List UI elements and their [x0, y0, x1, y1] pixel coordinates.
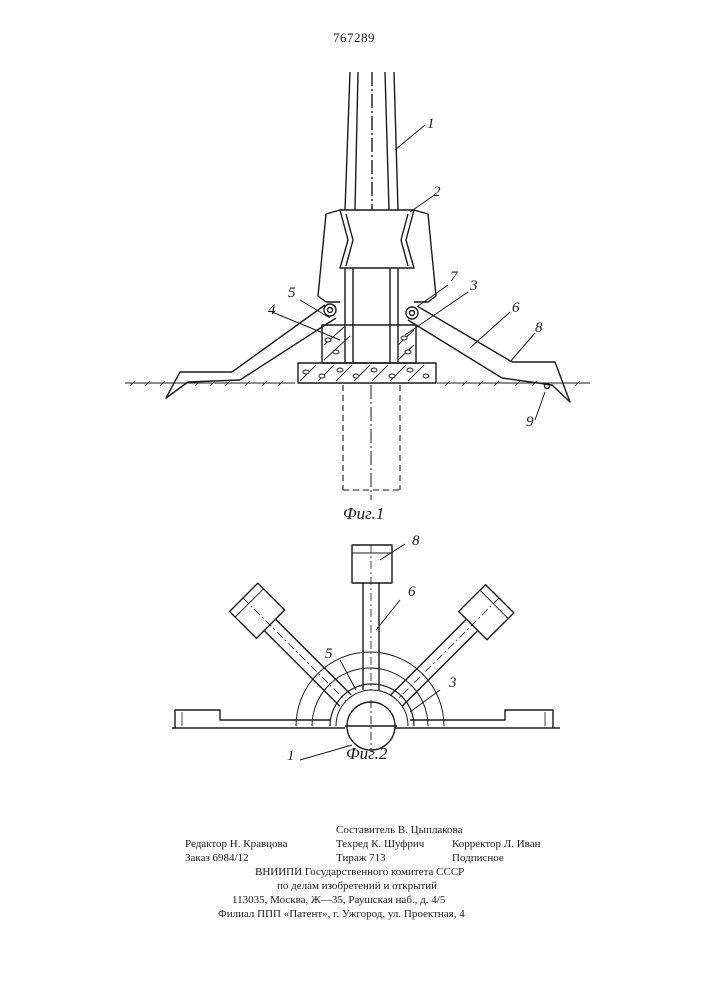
fig2-label-6: 6	[408, 584, 416, 601]
imprint-subscription: Подписное	[452, 851, 504, 865]
imprint-address: 113035, Москва, Ж—35, Раушская наб., д. …	[232, 893, 445, 907]
imprint-order: Заказ 6984/12	[185, 851, 249, 865]
fig2-label-8: 8	[412, 533, 420, 550]
fig2-label-5: 5	[325, 646, 333, 663]
imprint-org-sub: по делам изобретений и открытий	[277, 879, 437, 893]
imprint-compiler: Составитель В. Цыплакова	[336, 823, 463, 837]
arm-left-plan	[230, 583, 361, 714]
imprint-corrector: Корректор Л. Иван	[452, 837, 541, 851]
imprint-techred: Техред К. Шуфрич	[336, 837, 424, 851]
fig2-label-3: 3	[449, 675, 457, 692]
imprint-branch: Филиал ППП «Патент», г. Ужгород, ул. Про…	[218, 907, 465, 921]
imprint-editor: Редактор Н. Кравцова	[185, 837, 287, 851]
figure-2-drawing	[0, 0, 707, 780]
arm-right-plan	[383, 585, 514, 716]
imprint-org: ВНИИПИ Государственного комитета СССР	[255, 865, 464, 879]
imprint-circulation: Тираж 713	[336, 851, 386, 865]
figure-2-caption: Фиг.2	[346, 744, 387, 764]
fig2-label-1: 1	[287, 748, 295, 765]
